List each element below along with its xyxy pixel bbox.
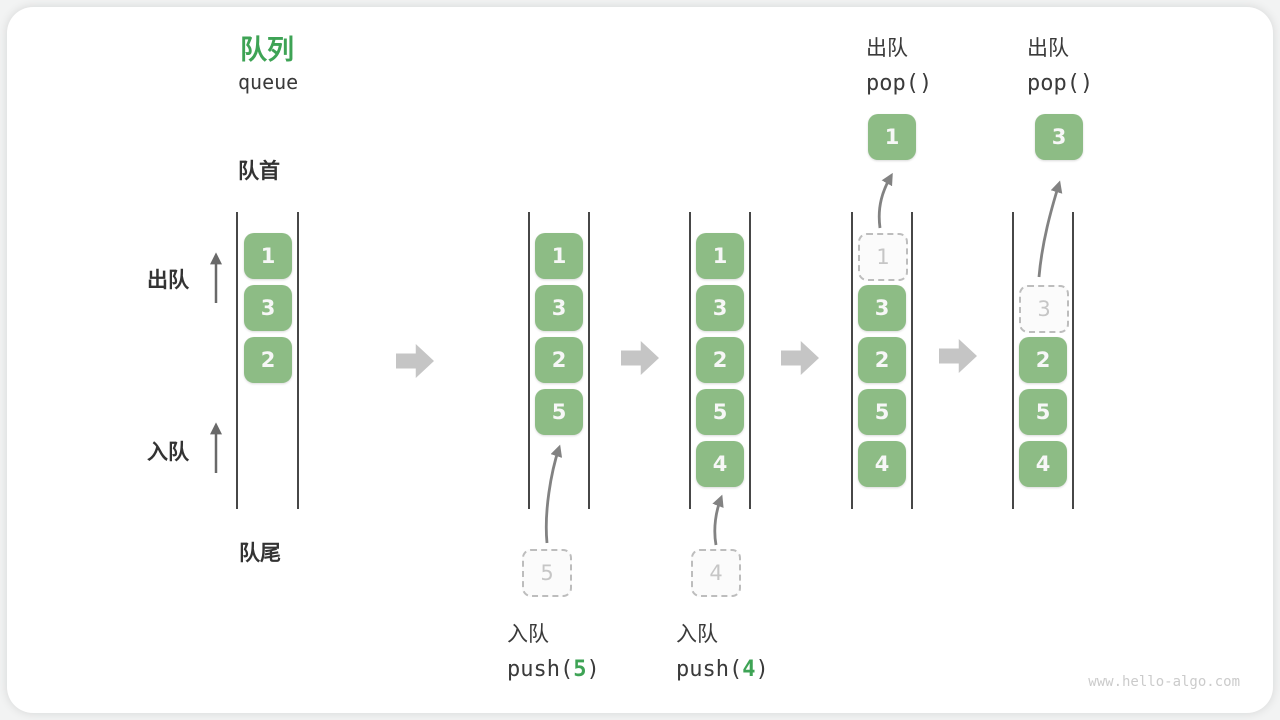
queue-element: 5 [696, 389, 744, 435]
push-arg: 5 [573, 657, 587, 682]
dequeue-side-label: 出队 [147, 268, 189, 292]
push-arg: 4 [742, 657, 756, 682]
pop-operation-label: 出队 pop() [1027, 32, 1093, 96]
push-label-code: push(5) [507, 657, 600, 682]
staged-element: 5 [522, 549, 572, 597]
queue-front-label: 队首 [238, 159, 280, 183]
queue-element-ghost: 3 [1019, 285, 1069, 333]
staged-element: 4 [691, 549, 741, 597]
queue5-wall-right [1072, 212, 1074, 509]
queue3-wall-left [689, 212, 691, 509]
push-label-zh: 入队 [507, 622, 549, 646]
queue-element: 4 [858, 441, 906, 487]
queue-element: 1 [696, 233, 744, 279]
pop-label-zh: 出队 [1027, 36, 1069, 60]
pop-operation-label: 出队 pop() [866, 32, 932, 96]
queue-element: 4 [696, 441, 744, 487]
pop-label-code: pop() [1027, 71, 1094, 96]
queue2-wall-right [588, 212, 590, 509]
queue4-wall-right [911, 212, 913, 509]
queue-element: 2 [858, 337, 906, 383]
pop-label-code: pop() [866, 71, 933, 96]
queue5-wall-left [1012, 212, 1014, 509]
queue-element: 1 [535, 233, 583, 279]
queue-element: 2 [696, 337, 744, 383]
queue-element: 2 [535, 337, 583, 383]
pop-label-zh: 出队 [866, 36, 908, 60]
queue-element-ghost: 1 [858, 233, 908, 281]
queue-element: 3 [696, 285, 744, 331]
queue-element: 1 [244, 233, 292, 279]
queue-element: 5 [858, 389, 906, 435]
watermark: www.hello-algo.com [1088, 674, 1240, 690]
queue-rear-label: 队尾 [239, 541, 281, 565]
push-label-code: push(4) [676, 657, 769, 682]
queue3-wall-right [749, 212, 751, 509]
queue-element: 2 [1019, 337, 1067, 383]
push-label-zh: 入队 [676, 622, 718, 646]
queue-element: 5 [1019, 389, 1067, 435]
queue-element: 3 [535, 285, 583, 331]
queue2-wall-left [528, 212, 530, 509]
popped-element: 3 [1035, 114, 1083, 160]
queue-element: 3 [858, 285, 906, 331]
queue4-wall-left [851, 212, 853, 509]
diagram-title-zh: 队列 [240, 35, 294, 66]
queue1-wall-left [236, 212, 238, 509]
enqueue-side-label: 入队 [147, 440, 189, 464]
queue-element: 3 [244, 285, 292, 331]
push-operation-label: 入队 push(5) [507, 618, 600, 682]
queue-element: 4 [1019, 441, 1067, 487]
popped-element: 1 [868, 114, 916, 160]
queue-element: 5 [535, 389, 583, 435]
queue-element: 2 [244, 337, 292, 383]
queue1-wall-right [297, 212, 299, 509]
push-operation-label: 入队 push(4) [676, 618, 769, 682]
diagram-title-en: queue [238, 70, 299, 94]
